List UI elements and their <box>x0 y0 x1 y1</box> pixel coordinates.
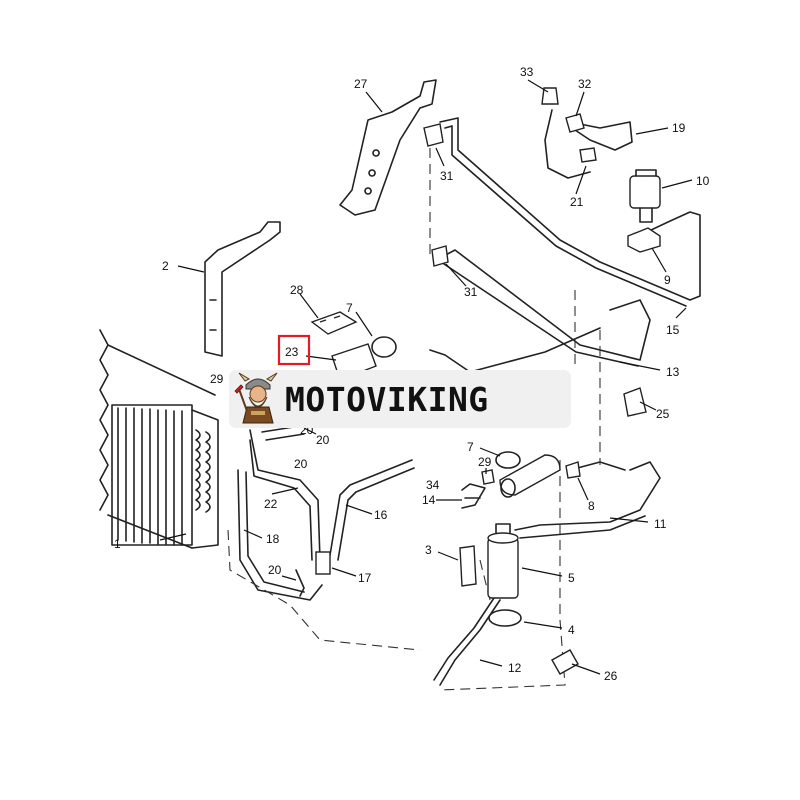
callout-20-a: 20 <box>316 433 330 447</box>
callout-33: 33 <box>520 65 534 79</box>
callout-21: 21 <box>570 195 584 209</box>
callout-28: 28 <box>290 283 304 297</box>
fitting-31-upper <box>423 123 444 147</box>
callout-7-lower: 7 <box>467 440 474 454</box>
leader-lines <box>159 79 693 675</box>
highlight-box-23 <box>277 334 311 366</box>
callout-5: 5 <box>568 571 575 585</box>
fitting-20-upper <box>261 425 305 441</box>
callout-16: 16 <box>374 508 388 522</box>
callout-27: 27 <box>354 77 368 91</box>
clip-26 <box>551 649 579 675</box>
callout-2: 2 <box>162 259 169 273</box>
callout-31-upper: 31 <box>440 169 454 183</box>
callout-20-b: 20 <box>294 457 308 471</box>
callout-7-upper: 7 <box>346 301 353 315</box>
callout-10: 10 <box>696 174 710 188</box>
callout-1: 1 <box>114 537 121 551</box>
dashed-paths <box>227 148 601 691</box>
callout-14: 14 <box>422 493 436 507</box>
callout-31-lower: 31 <box>464 285 478 299</box>
clamp-7-lower <box>495 451 521 469</box>
callout-19: 19 <box>672 121 686 135</box>
callout-4: 4 <box>568 623 575 637</box>
callout-13: 13 <box>666 365 680 379</box>
callout-34: 34 <box>426 478 440 492</box>
callout-20-c: 20 <box>268 563 282 577</box>
fitting-29-lower <box>481 469 495 485</box>
callout-3: 3 <box>425 543 432 557</box>
fitting-31-lower <box>431 245 449 267</box>
callout-labels: 1 2 3 4 5 7 7 8 9 10 11 12 13 14 15 16 1… <box>114 65 710 683</box>
callout-9: 9 <box>664 273 671 287</box>
clamp-7-upper <box>371 336 397 358</box>
fitting-33 <box>541 87 559 105</box>
fitting-32 <box>565 113 585 133</box>
motoviking-watermark: MOTOVIKING <box>229 370 571 428</box>
hose-lines <box>237 109 701 686</box>
callout-8: 8 <box>588 499 595 513</box>
callout-25: 25 <box>656 407 670 421</box>
valve-9 <box>627 227 661 253</box>
bracket-27 <box>339 79 437 216</box>
bracket-28 <box>310 311 358 335</box>
callout-22: 22 <box>264 497 278 511</box>
callout-29-upper: 29 <box>210 372 224 386</box>
callout-11: 11 <box>654 517 667 531</box>
watermark-brand-text: MOTOVIKING <box>285 379 489 419</box>
receiver-drier-5 <box>487 523 519 599</box>
viking-mascot-icon <box>234 372 278 424</box>
fitting-20-lower <box>295 569 305 597</box>
pressure-switch-10 <box>629 169 661 223</box>
callout-26: 26 <box>604 669 618 683</box>
condenser-assembly <box>99 329 219 549</box>
clip-25 <box>623 387 647 417</box>
callout-23: 23 <box>285 345 299 359</box>
bracket-3 <box>459 545 477 587</box>
callout-17: 17 <box>358 571 372 585</box>
callout-15: 15 <box>666 323 680 337</box>
callout-12: 12 <box>508 661 522 675</box>
callout-18: 18 <box>266 532 280 546</box>
callout-32: 32 <box>578 77 592 91</box>
bracket-2 <box>204 221 281 357</box>
accumulator-canister <box>499 454 561 498</box>
fitting-21 <box>579 147 597 163</box>
clamp-4 <box>488 609 522 627</box>
callout-29-lower: 29 <box>478 455 492 469</box>
fitting-8 <box>565 461 581 479</box>
